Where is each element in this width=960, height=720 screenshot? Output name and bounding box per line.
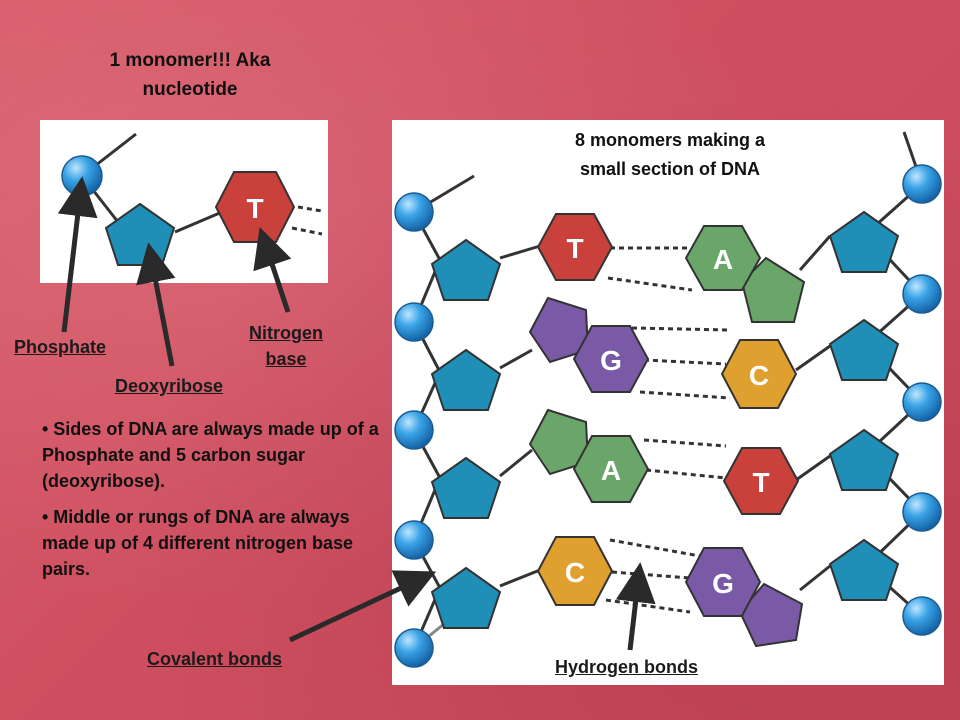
deoxyribose-pentagon (828, 210, 900, 273)
thymine-hexagon (536, 213, 614, 281)
deoxyribose-pentagon (828, 318, 900, 381)
phosphate-ball (902, 164, 942, 204)
cytosine-hexagon (536, 536, 614, 606)
deoxyribose-label: Deoxyribose (115, 376, 224, 396)
cytosine-hexagon (720, 339, 798, 409)
covalent-bonds-arrow (288, 570, 437, 643)
base-letter: A (601, 455, 621, 486)
hydrogen-bonds-label: Hydrogen bonds (555, 657, 698, 677)
phosphate-ball (394, 192, 434, 232)
deoxyribose-pentagon (828, 538, 900, 601)
base-letter: G (600, 345, 622, 376)
base-letter: C (565, 557, 585, 588)
base-letter: G (712, 568, 734, 599)
adenine-hexagon (572, 435, 650, 503)
bullet-item: • Sides of DNA are always made up of a P… (42, 419, 379, 491)
guanine-hexagon (572, 325, 650, 393)
hydrogen-bonds-arrow (615, 562, 656, 651)
phosphate-ball (394, 628, 434, 668)
deoxyribose-arrow (136, 242, 176, 367)
base-letter: A (713, 244, 733, 275)
covalent-bonds-label: Covalent bonds (147, 649, 283, 669)
phosphate-arrow (57, 176, 98, 333)
nitrogen-base-arrow (253, 227, 292, 313)
phosphate-label: Phosphate (14, 337, 107, 357)
phosphate-ball (394, 410, 434, 450)
guanine-pentagon (528, 296, 590, 364)
adenine-pentagon (528, 408, 590, 476)
deoxyribose-pentagon (430, 238, 502, 301)
phosphate-ball (902, 274, 942, 314)
single-base-letter: T (246, 193, 263, 224)
bullet-item: • Middle or rungs of DNA are always made… (42, 507, 354, 579)
phosphate-ball (394, 302, 434, 342)
base-letter: T (566, 233, 583, 264)
base-letter: C (749, 360, 769, 391)
deoxyribose-pentagon (430, 566, 502, 629)
phosphate-ball (61, 155, 103, 197)
deoxyribose-pentagon (430, 348, 502, 411)
phosphate-ball (394, 520, 434, 560)
base-letter: T (752, 467, 769, 498)
adenine-hexagon (684, 225, 762, 291)
phosphate-ball (902, 596, 942, 636)
thymine-hexagon (722, 447, 800, 515)
deoxyribose-pentagon (828, 428, 900, 491)
phosphate-ball (902, 382, 942, 422)
dna-section-title: 8 monomers making a small section of DNA (574, 130, 766, 179)
monomer-title: 1 monomer!!! Aka nucleotide (109, 50, 271, 100)
phosphate-ball (902, 492, 942, 532)
single-nucleotide: T (61, 132, 323, 266)
deoxyribose-pentagon (104, 202, 176, 266)
dna-ladder: T A G C A T C G (394, 131, 942, 668)
guanine-hexagon (684, 547, 762, 617)
bullet-list: • Sides of DNA are always made up of a P… (42, 416, 392, 592)
deoxyribose-pentagon (430, 456, 502, 519)
nitrogen-base-label: Nitrogen base (249, 323, 323, 369)
